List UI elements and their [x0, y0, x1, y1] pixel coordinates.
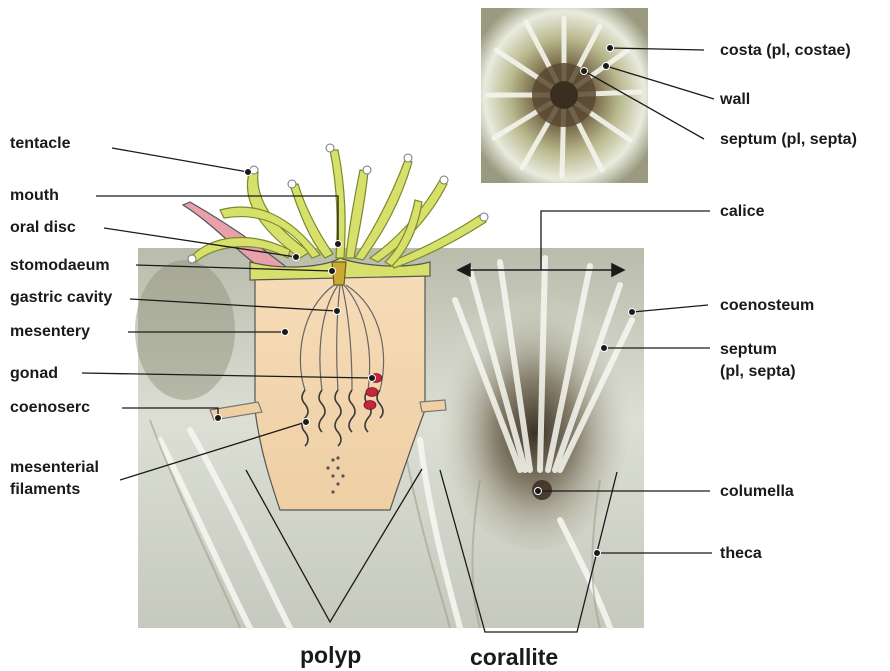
- label-mesentery: mesentery: [10, 322, 90, 341]
- label-costa: costa (pl, costae): [720, 41, 851, 60]
- label-coenoserc: coenoserc: [10, 398, 90, 417]
- label-gastric-cavity: gastric cavity: [10, 288, 112, 307]
- label-theca: theca: [720, 544, 762, 563]
- label-septum-top: septum (pl, septa): [720, 130, 857, 149]
- label-septum-line2: (pl, septa): [720, 362, 796, 381]
- label-mesenterial-filaments-line1: mesenterial: [10, 458, 99, 477]
- label-gonad: gonad: [10, 364, 58, 383]
- label-polyp: polyp: [300, 642, 361, 668]
- label-calice: calice: [720, 202, 764, 221]
- label-mesenterial-filaments-line2: filaments: [10, 480, 80, 499]
- label-mouth: mouth: [10, 186, 59, 205]
- label-coenosteum: coenosteum: [720, 296, 814, 315]
- label-tentacle: tentacle: [10, 134, 70, 153]
- label-stomodaeum: stomodaeum: [10, 256, 110, 275]
- label-oral-disc: oral disc: [10, 218, 76, 237]
- label-corallite: corallite: [470, 644, 558, 670]
- label-wall: wall: [720, 90, 750, 109]
- label-septum-line1: septum: [720, 340, 777, 359]
- corallite-photo-inset: [481, 8, 648, 183]
- label-columella: columella: [720, 482, 794, 501]
